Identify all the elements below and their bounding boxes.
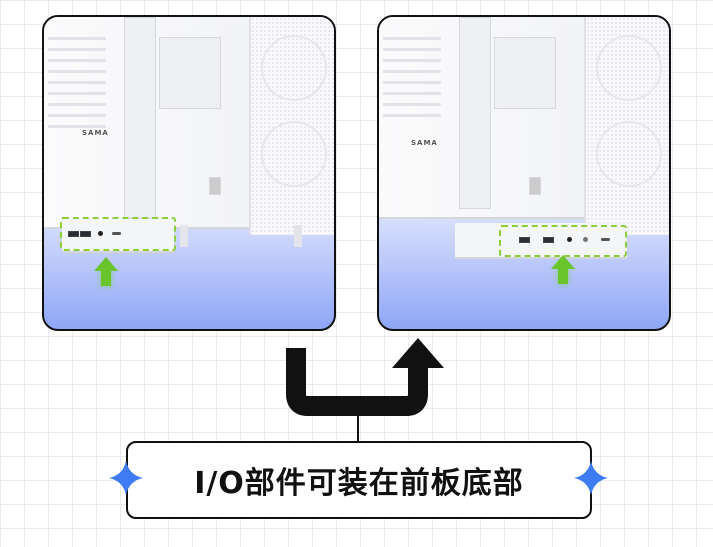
caption-box: I/O部件可装在前板底部 — [126, 441, 592, 519]
product-photo-right: SAMA — [377, 15, 671, 331]
product-photo-left: SAMA — [42, 15, 336, 331]
case-body — [44, 17, 265, 229]
brand-label: SAMA — [411, 139, 438, 147]
case-frame — [459, 17, 491, 209]
case-vents — [48, 37, 106, 136]
usb-c-port — [601, 238, 610, 241]
case-frame — [124, 17, 156, 219]
case-foot — [294, 225, 302, 247]
fan-ring — [596, 35, 662, 101]
io-highlight-border — [60, 217, 176, 251]
usb-c-port — [112, 232, 121, 235]
drive-cage — [494, 37, 556, 109]
fan-ring — [261, 35, 327, 101]
usb-port — [543, 237, 554, 243]
fan-ring — [596, 121, 662, 187]
case-body — [379, 17, 600, 219]
case-foot — [180, 225, 188, 247]
audio-jack — [98, 231, 103, 236]
caption-text: I/O部件可装在前板底部 — [194, 466, 524, 501]
case-vents — [383, 37, 441, 125]
usb-port — [68, 231, 79, 237]
usb-port — [80, 231, 91, 237]
power-button — [583, 237, 588, 242]
io-module — [60, 217, 176, 253]
usb-port — [519, 237, 530, 243]
audio-jack — [567, 237, 572, 242]
up-arrow-icon — [551, 255, 575, 285]
front-mesh-panel — [249, 17, 334, 235]
fan-ring — [261, 121, 327, 187]
io-module — [455, 223, 627, 259]
front-mesh-panel — [584, 17, 669, 235]
sparkle-star-icon — [109, 461, 143, 495]
case-slot — [529, 177, 541, 195]
brand-label: SAMA — [82, 129, 109, 137]
sparkle-star-icon — [574, 461, 608, 495]
up-arrow-icon — [94, 257, 118, 287]
drive-cage — [159, 37, 221, 109]
u-turn-arrow-icon — [286, 338, 444, 442]
case-slot — [209, 177, 221, 195]
